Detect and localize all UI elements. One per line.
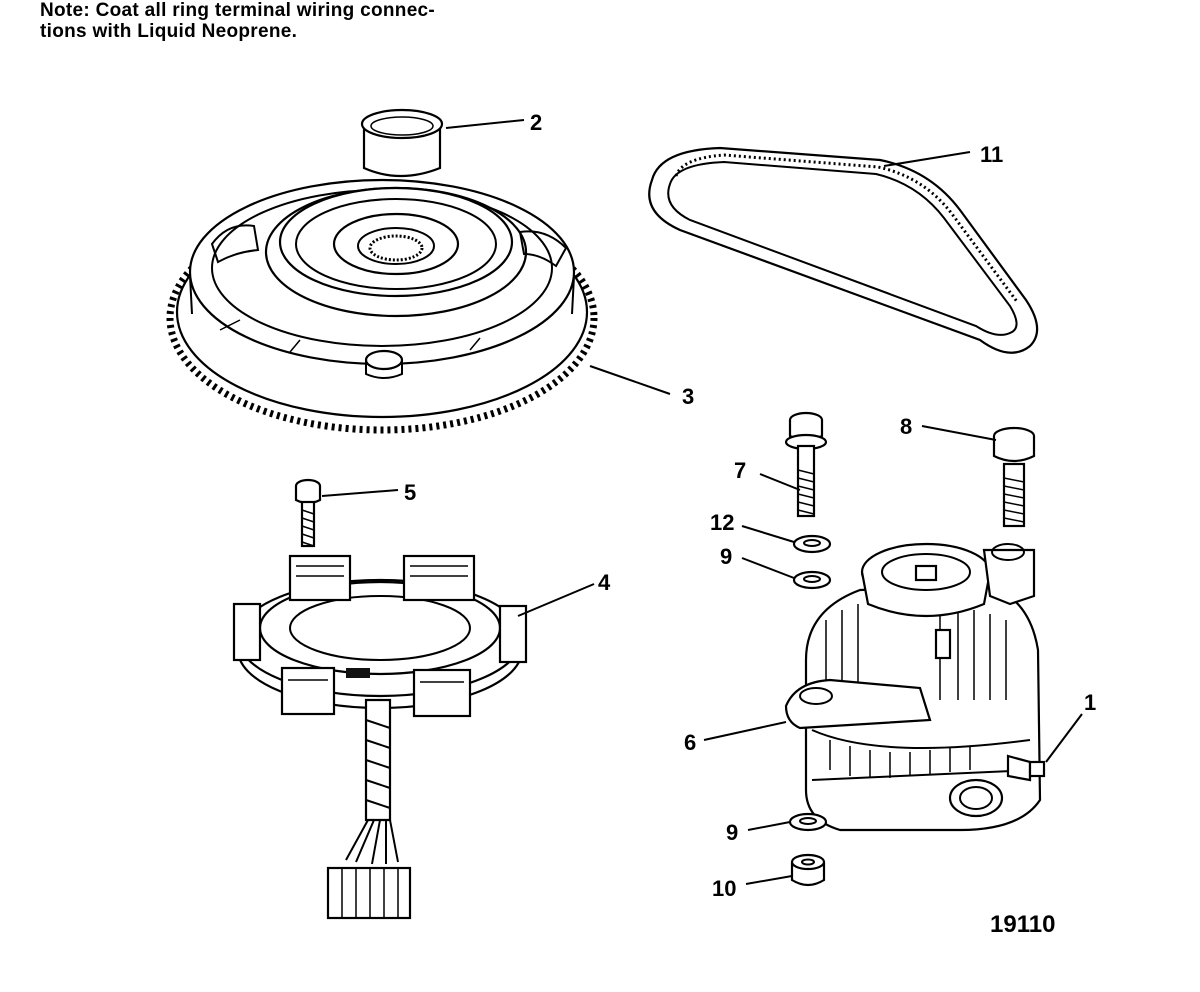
callout-12: 12 xyxy=(710,510,734,535)
leader-lines xyxy=(321,119,1083,885)
part-washer-12 xyxy=(792,534,832,554)
note-line-1: Note: Coat all ring terminal wiring conn… xyxy=(40,0,436,21)
callout-4: 4 xyxy=(598,570,611,595)
part-washer-9-upper xyxy=(792,570,832,590)
callout-11: 11 xyxy=(980,142,1003,167)
wiring-note: Note: Coat all ring terminal wiring conn… xyxy=(40,0,560,42)
part-flywheel xyxy=(166,178,598,434)
callout-9-upper: 9 xyxy=(720,544,732,569)
part-bushing xyxy=(360,108,444,178)
part-washer-9-lower xyxy=(788,812,828,832)
callout-3: 3 xyxy=(682,384,694,409)
part-alternator xyxy=(784,542,1046,832)
callout-7: 7 xyxy=(734,458,746,483)
callout-1: 1 xyxy=(1084,690,1096,715)
part-stator-screw xyxy=(294,478,322,548)
callout-6: 6 xyxy=(684,730,696,755)
callout-8: 8 xyxy=(900,414,912,439)
note-line-2: tions with Liquid Neoprene. xyxy=(40,21,298,42)
callout-9-lower: 9 xyxy=(726,820,738,845)
part-nut xyxy=(790,853,826,887)
part-bolt-short xyxy=(784,411,828,518)
callout-5: 5 xyxy=(404,480,416,505)
callout-10: 10 xyxy=(712,876,736,901)
part-belt xyxy=(648,146,1039,354)
figure-number: 19110 xyxy=(990,911,1055,938)
part-bolt-long xyxy=(992,426,1036,528)
part-stator xyxy=(232,554,528,920)
callout-2: 2 xyxy=(530,110,542,135)
